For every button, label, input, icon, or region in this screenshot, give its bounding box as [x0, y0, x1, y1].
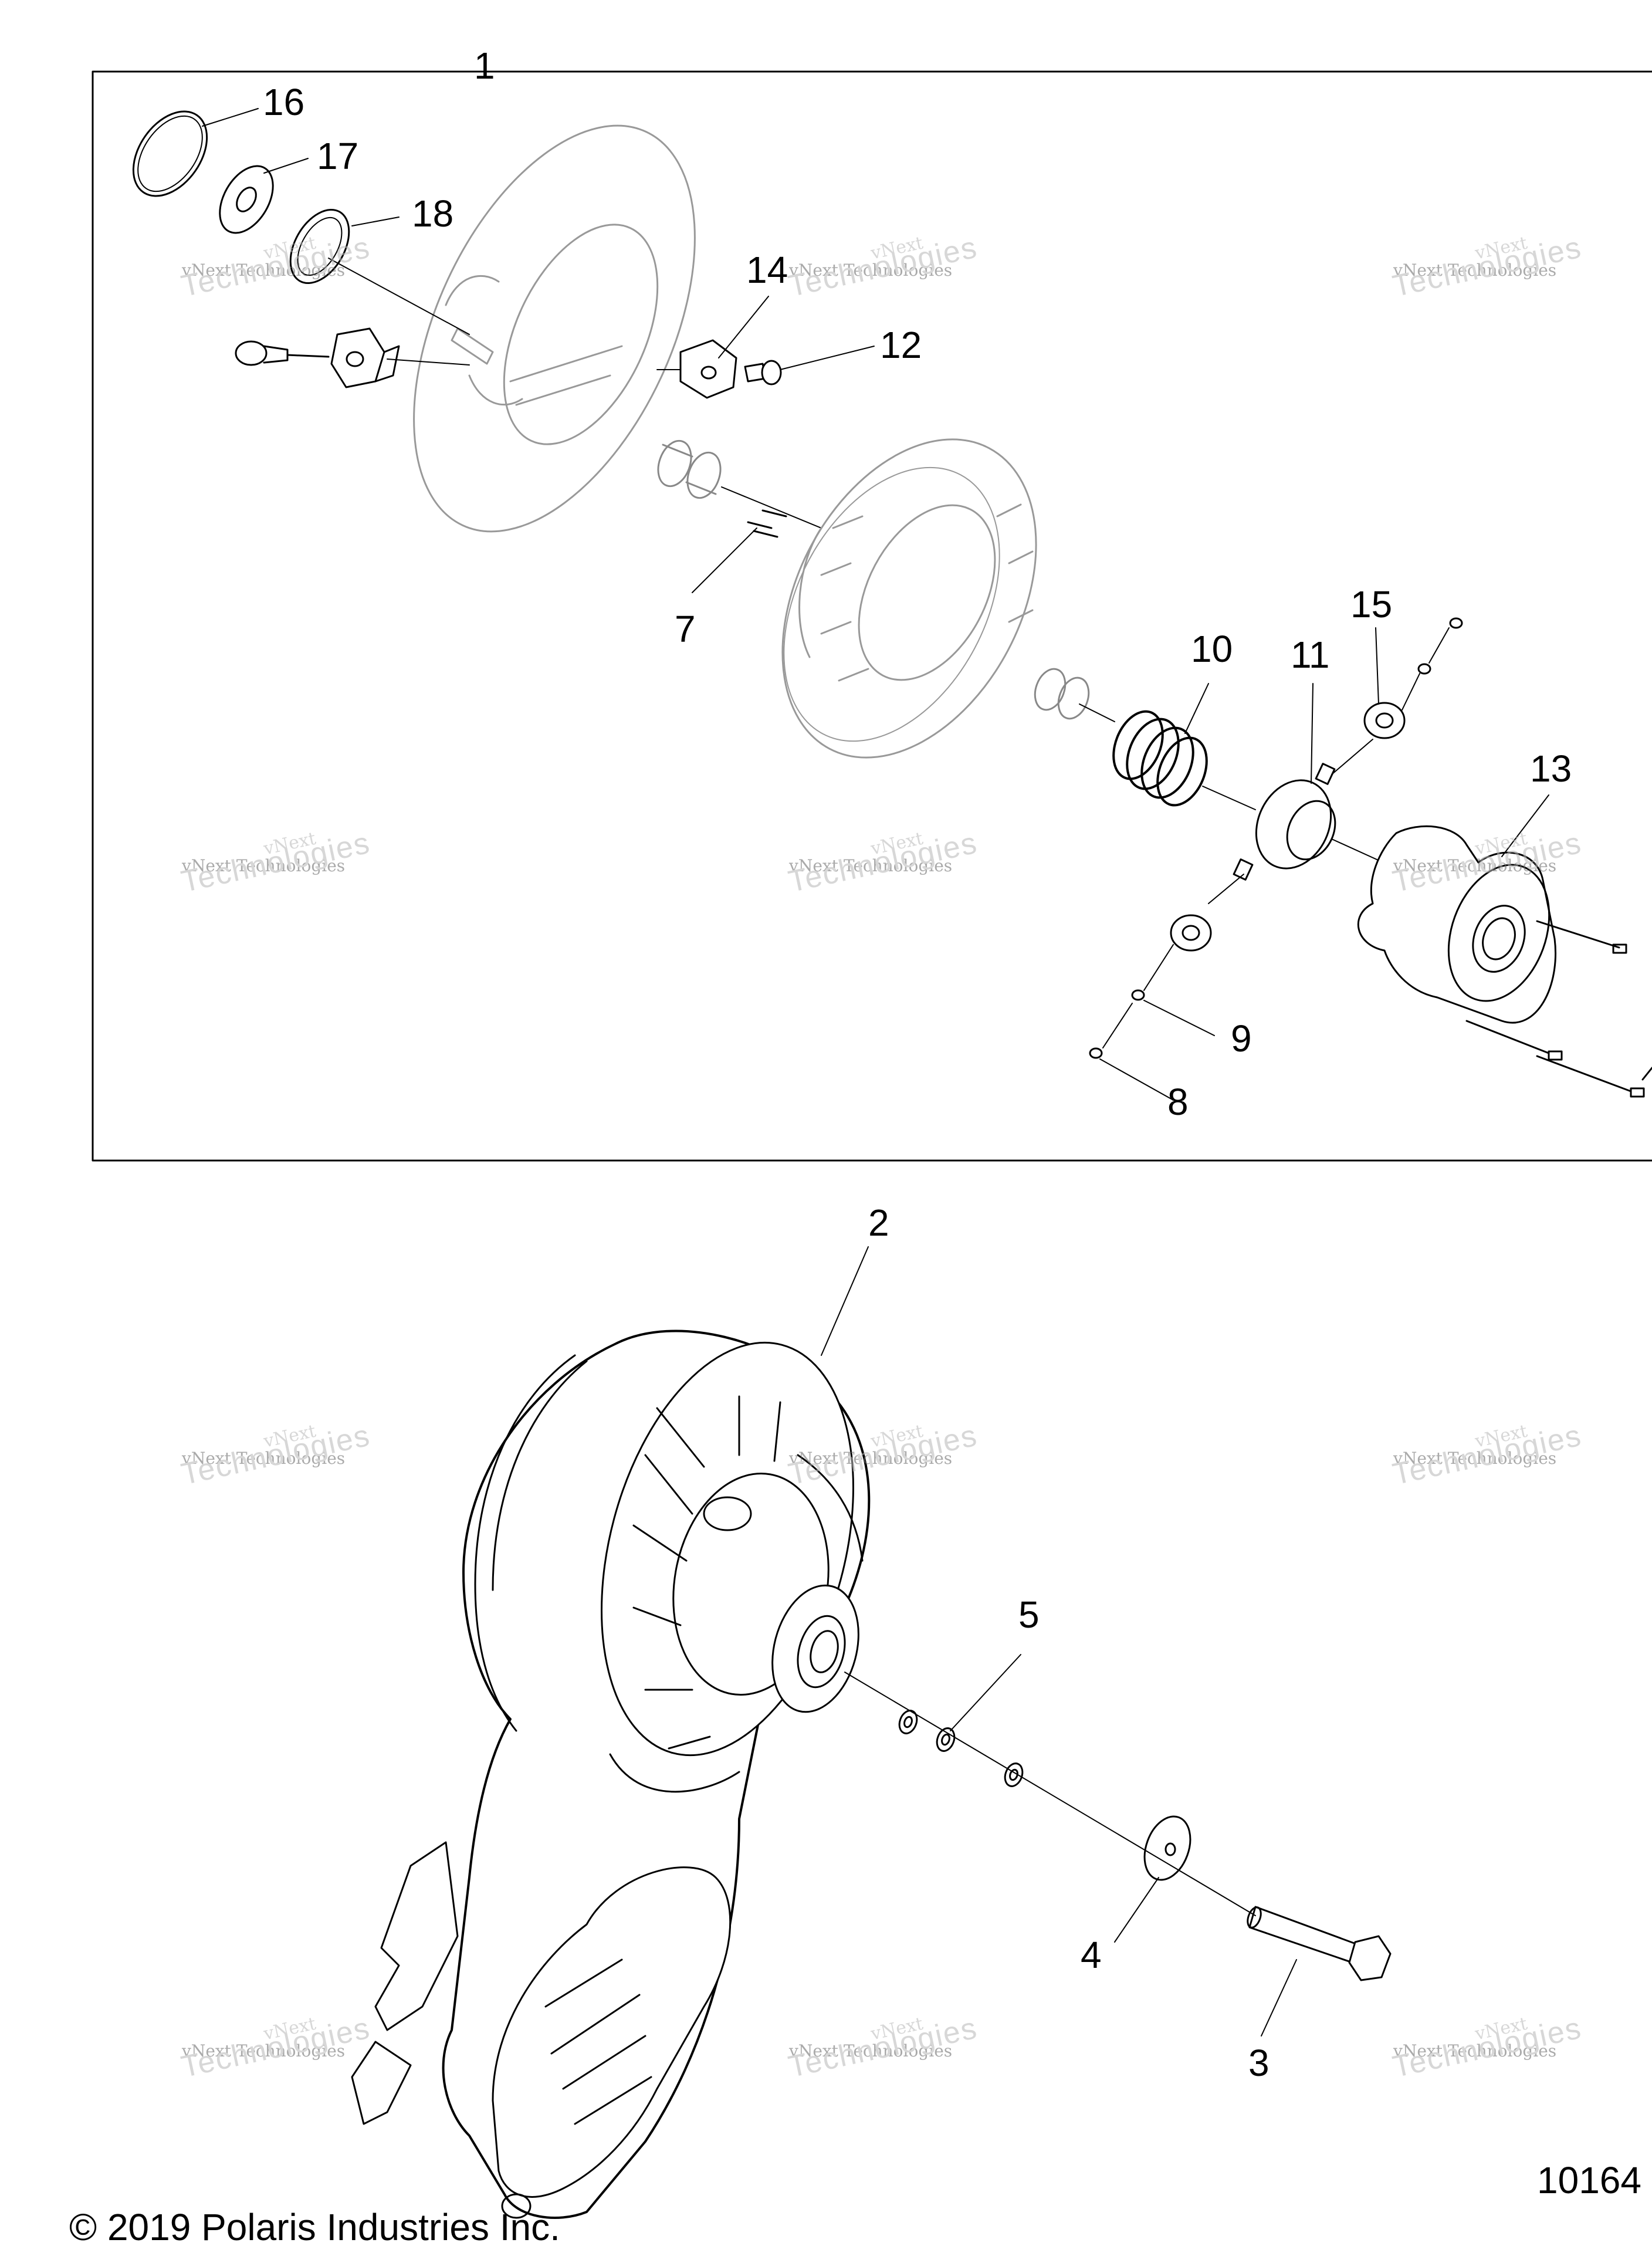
axis-roller-upper [1402, 673, 1420, 711]
cover-screws [1465, 920, 1652, 1098]
leader-lines-upper [202, 108, 1549, 1101]
axis-clip-lower [1102, 1003, 1133, 1048]
callout-3: 3 [1248, 2042, 1270, 2084]
arm-line-lower [1208, 874, 1244, 904]
callout-7: 7 [675, 608, 696, 650]
callout-16: 16 [263, 81, 305, 123]
callout-17: 17 [317, 135, 359, 177]
callout-10: 10 [1191, 628, 1233, 670]
roller-15-upper [1363, 702, 1406, 739]
callout-8: 8 [1167, 1081, 1189, 1123]
arm-line-upper [1331, 739, 1373, 775]
moveable-sheave [413, 124, 696, 533]
clip-upper [1449, 617, 1463, 629]
axis-roller-lower [1143, 944, 1174, 991]
roller-lower [1170, 914, 1212, 952]
pin-bolt-left [235, 340, 330, 366]
spring-10 [1112, 710, 1208, 807]
figure-number: 10164 [1537, 2159, 1641, 2201]
bushing-upper [657, 439, 722, 499]
shaft-line-left [387, 358, 470, 366]
retaining-ring-16 [132, 110, 208, 197]
roll-pins-7 [747, 509, 787, 538]
washer-17 [219, 165, 274, 234]
callout-18: 18 [412, 192, 454, 235]
callout-13: 13 [1530, 747, 1572, 790]
callout-9: 9 [1231, 1017, 1252, 1060]
lower-clutch-body [351, 1841, 732, 2219]
helix-hub-11 [1233, 763, 1336, 881]
callout-4: 4 [1081, 1934, 1102, 1976]
callout-15: 15 [1350, 583, 1393, 625]
callout-12: 12 [880, 324, 922, 366]
plate-18 [289, 208, 350, 285]
callout-5: 5 [1018, 1594, 1040, 1636]
callout-2: 2 [868, 1202, 889, 1244]
cover-13 [1357, 825, 1556, 1024]
callout-1: 1 [474, 45, 495, 87]
bushing-lower [1034, 668, 1090, 720]
axis-upper [721, 486, 822, 529]
callout-11: 11 [1291, 634, 1330, 676]
leader-line-18 [328, 258, 470, 335]
axis-spring [1202, 786, 1256, 810]
kit-border-box [92, 70, 1652, 1162]
drive-clutch-face [601, 1341, 864, 1793]
washers-5 [898, 1710, 1024, 1787]
washer-4 [1143, 1815, 1191, 1881]
slider-block-14 [679, 339, 737, 399]
cap-screw-12 [744, 360, 782, 385]
axis-clip-upper [1428, 627, 1450, 664]
copyright-notice: © 2019 Polaris Industries Inc. [69, 2206, 560, 2248]
callout-14: 14 [746, 249, 788, 291]
axis-middle [1079, 703, 1115, 722]
axis-bolt [844, 1672, 1256, 1916]
washer-9 [1131, 989, 1145, 1001]
slider-block-left [330, 327, 400, 388]
bolt-3 [1247, 1906, 1392, 1981]
clip-8 [1089, 1047, 1103, 1059]
washer-upper [1417, 663, 1431, 675]
leader-lines-lower [821, 1246, 1297, 2037]
stationary-sheave [781, 438, 1037, 759]
